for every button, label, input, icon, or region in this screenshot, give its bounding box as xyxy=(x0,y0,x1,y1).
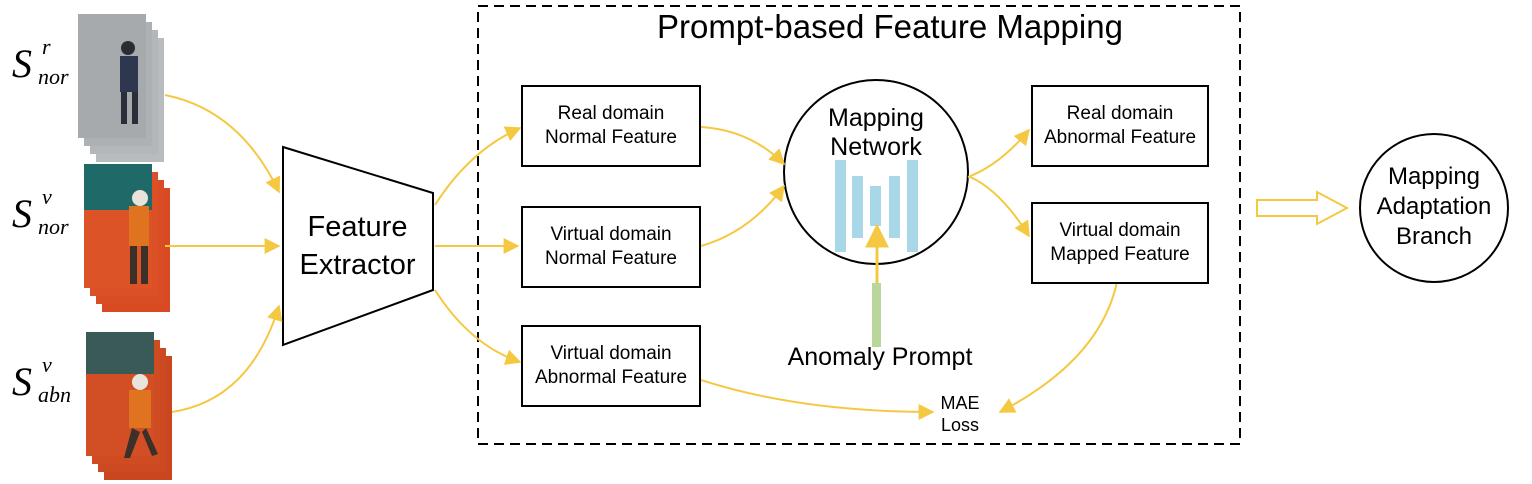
hollow-arrow-to-branch xyxy=(1256,190,1350,226)
mapping-adaptation-branch-label: Mapping Adaptation Branch xyxy=(1376,163,1492,250)
real-normal-feature-box: Real domain Normal Feature xyxy=(521,85,701,167)
input-symbol-virtual-normal: S v nor xyxy=(12,184,69,239)
anomaly-prompt-label: Anomaly Prompt xyxy=(787,343,973,371)
virtual-abnormal-feature-box: Virtual domain Abnormal Feature xyxy=(521,325,701,407)
input-frames-virtual-normal xyxy=(84,164,170,312)
real-abnormal-feature-box: Real domain Abnormal Feature xyxy=(1031,85,1209,167)
feature-extractor-label: Feature Extractor xyxy=(299,211,416,281)
group-title: Prompt-based Feature Mapping xyxy=(657,8,1123,45)
anomaly-prompt-bar xyxy=(872,283,881,347)
virtual-mapped-feature-box: Virtual domain Mapped Feature xyxy=(1031,202,1209,284)
feature-mapping-group-frame xyxy=(477,5,1241,445)
input-frames-real-normal xyxy=(78,14,164,162)
mapping-network-label: Mapping Network xyxy=(828,104,924,161)
connector-arrows xyxy=(164,94,1118,420)
virtual-normal-feature-box: Virtual domain Normal Feature xyxy=(521,206,701,288)
input-symbol-real-normal: S r nor xyxy=(12,34,69,89)
mapping-network-bars xyxy=(835,160,918,252)
input-symbol-virtual-abnormal: S v abn xyxy=(12,352,71,407)
input-frames-virtual-abnormal xyxy=(86,332,172,480)
mapping-adaptation-branch-circle xyxy=(1359,133,1509,283)
mae-loss-label: MAE Loss xyxy=(940,393,980,435)
feature-extractor-shape xyxy=(282,145,434,347)
